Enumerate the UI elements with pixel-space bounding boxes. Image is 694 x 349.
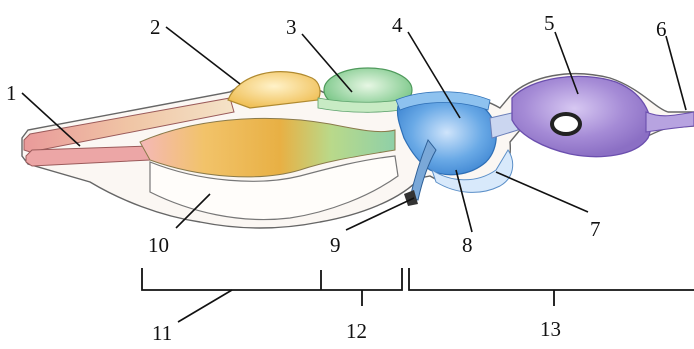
label-6: 6 (656, 17, 667, 41)
label-10: 10 (148, 233, 169, 257)
leader-11 (178, 290, 232, 322)
label-2: 2 (150, 15, 161, 39)
label-8: 8 (462, 233, 473, 257)
bracket-right (409, 268, 694, 290)
bracket-left (142, 268, 402, 290)
label-1: 1 (6, 81, 17, 105)
leader-7 (496, 172, 588, 212)
purple-cavity (552, 114, 580, 134)
leader-6 (666, 36, 686, 110)
label-13: 13 (540, 317, 561, 341)
leader-2 (166, 27, 240, 84)
label-12: 12 (346, 319, 367, 343)
label-9: 9 (330, 233, 341, 257)
label-4: 4 (392, 13, 403, 37)
label-5: 5 (544, 11, 555, 35)
label-11: 11 (152, 321, 172, 345)
region-brackets (142, 268, 694, 306)
label-7: 7 (590, 217, 601, 241)
label-3: 3 (286, 15, 297, 39)
